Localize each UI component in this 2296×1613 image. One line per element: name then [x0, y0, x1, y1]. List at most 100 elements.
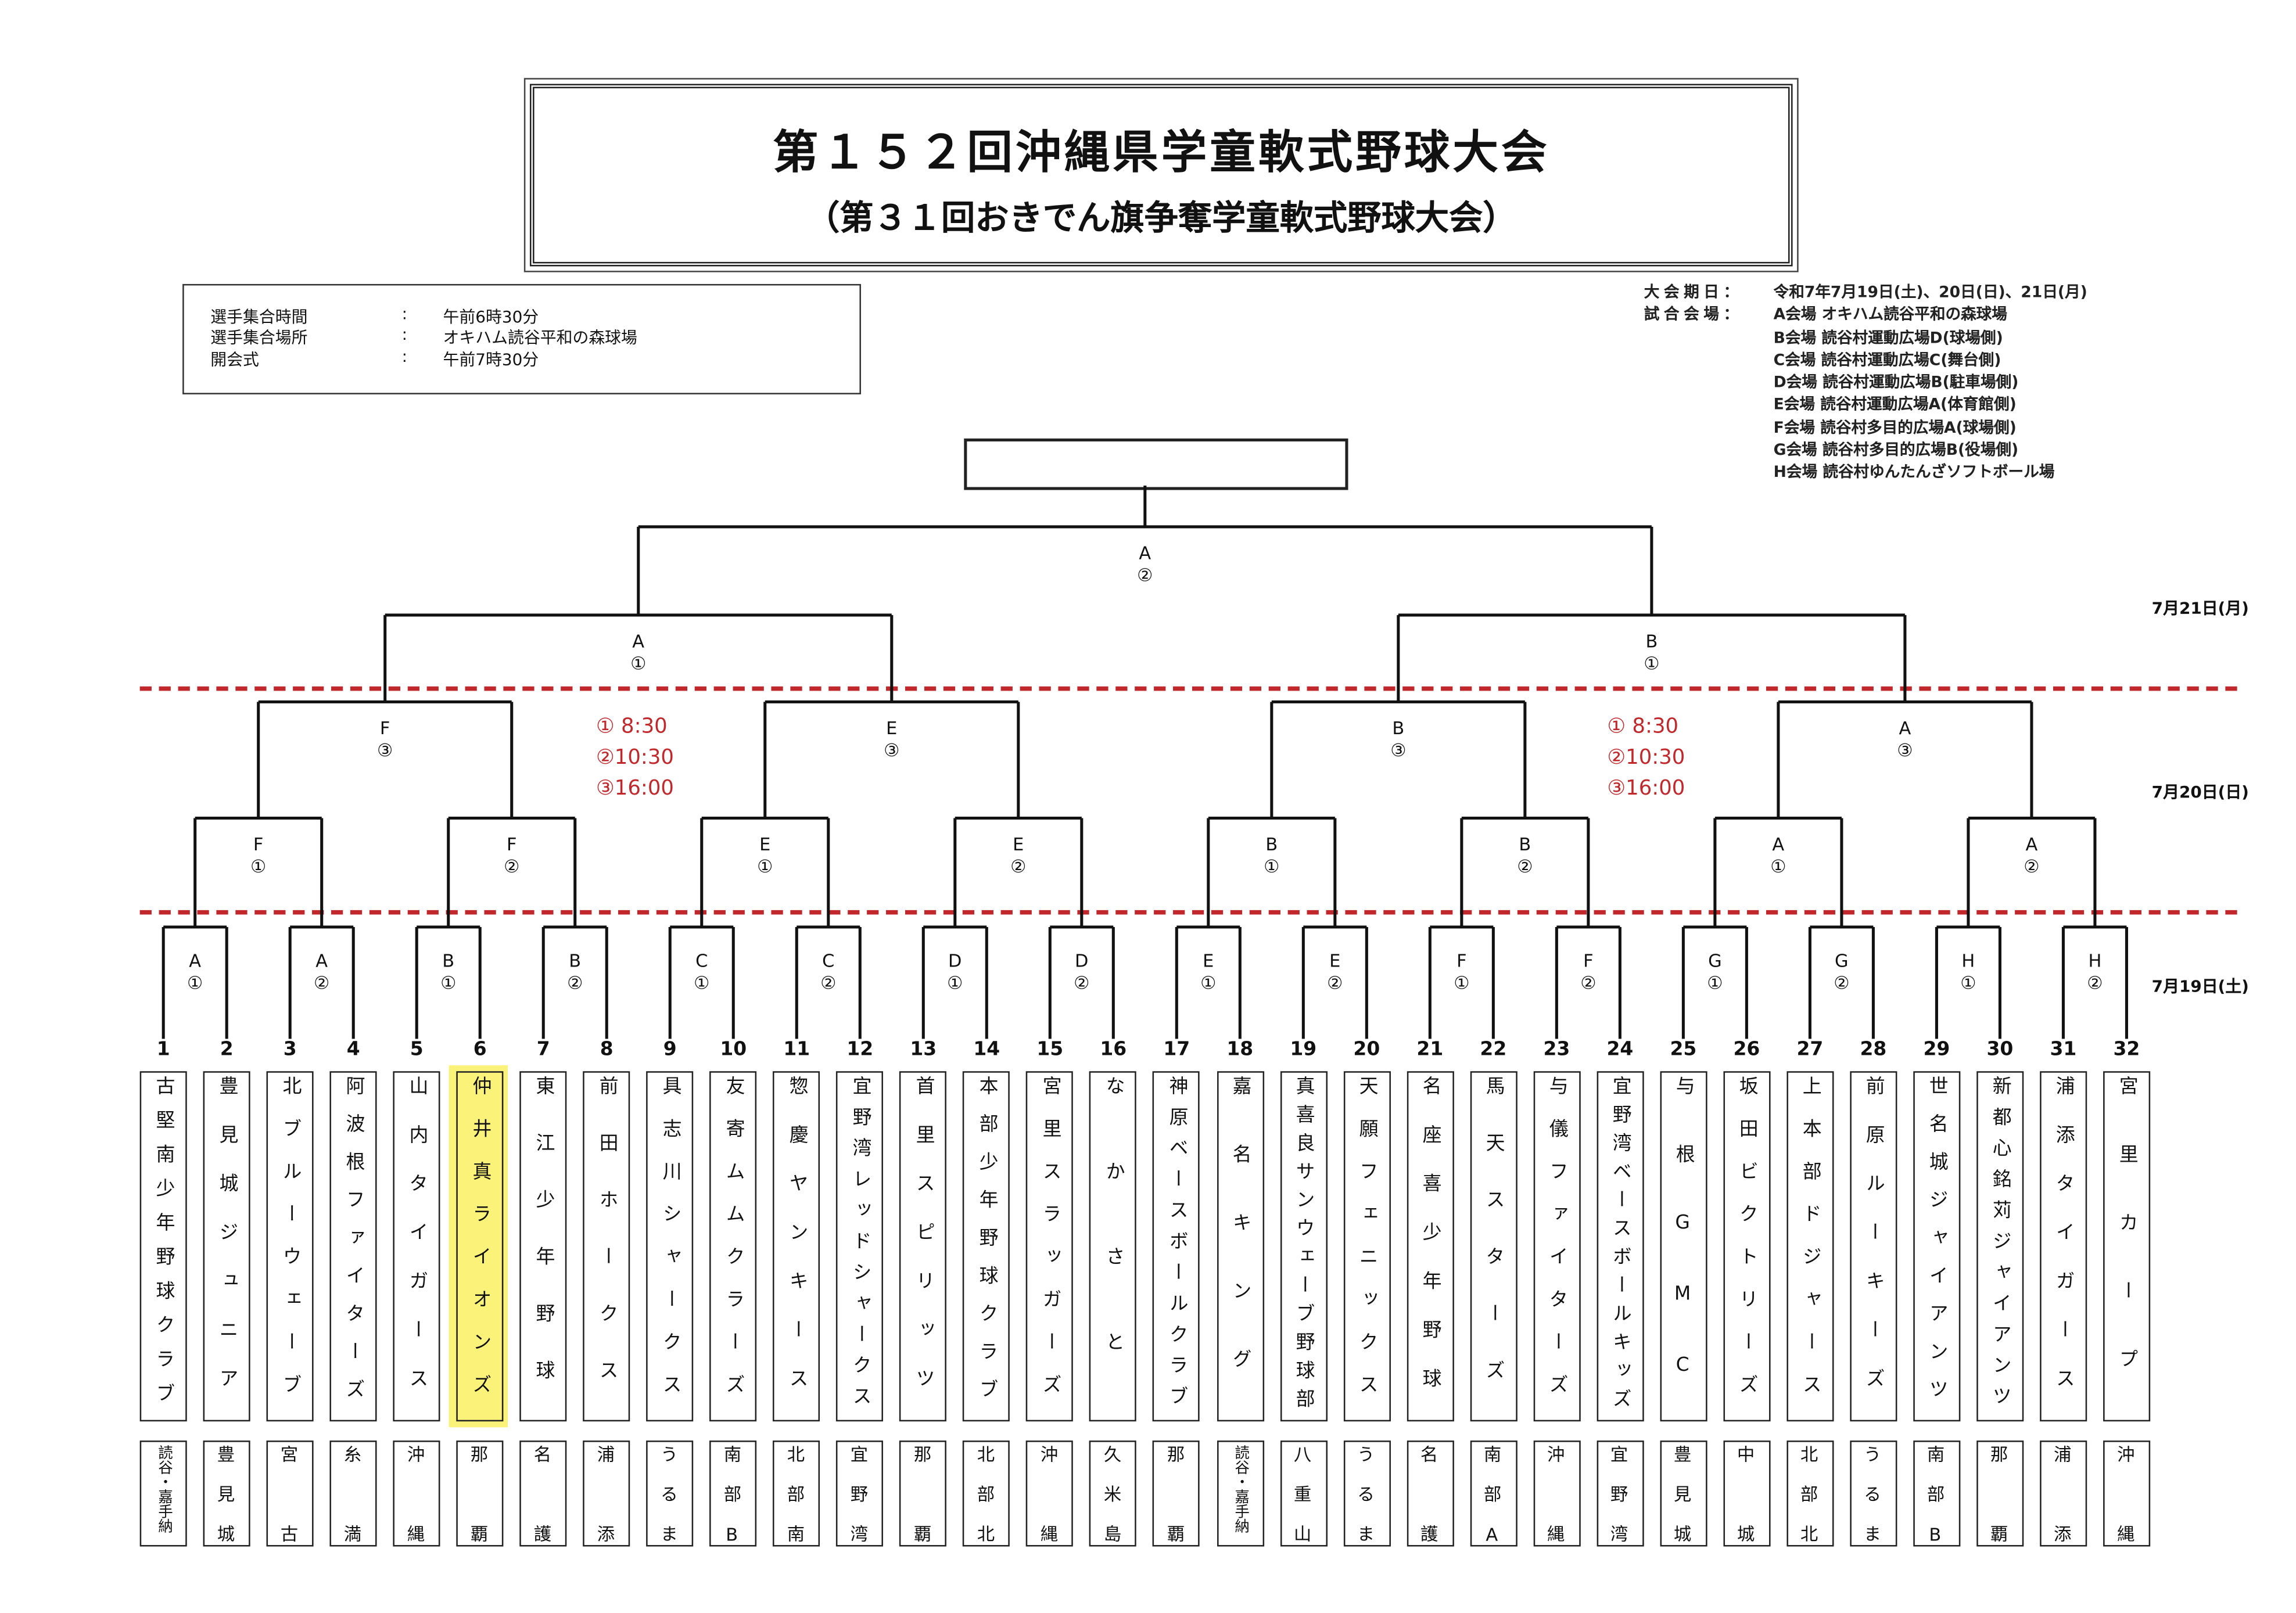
match-venue: B	[1392, 718, 1405, 739]
team-number: 10	[720, 1039, 747, 1061]
team-name: 首里スピリッツ	[912, 1075, 934, 1417]
team-region-box: 八重山	[1279, 1440, 1327, 1564]
team-name-box: 東江少年野球	[519, 1071, 567, 1422]
team-region-box: 読谷・嘉手納	[139, 1440, 187, 1547]
team-name: 山内タイガース	[404, 1075, 427, 1417]
team-number: 6	[473, 1039, 487, 1061]
team-region: 糸満	[341, 1445, 363, 1604]
team-number: 8	[600, 1039, 614, 1061]
match-number: ①	[1707, 972, 1723, 993]
team-number: 13	[910, 1039, 937, 1061]
team-name-box: 宜野湾レッドシャークス	[836, 1071, 884, 1422]
team-region-box: 那覇	[1976, 1440, 2024, 1604]
team-name: 坂田ビクトリーズ	[1735, 1075, 1757, 1417]
match-venue: F	[1583, 950, 1594, 971]
team-region-box: 浦添	[583, 1440, 630, 1604]
match-venue: F	[506, 834, 517, 855]
team-region: 北部北	[1798, 1445, 1819, 1564]
match-venue: A	[1139, 543, 1151, 564]
venue-item: E会場 読谷村運動広場A(体育館側)	[1773, 396, 2017, 415]
match-number: ①	[1200, 972, 1217, 993]
team-region-box: 沖縄	[2103, 1440, 2150, 1604]
team-number: 15	[1036, 1039, 1064, 1061]
team-region-box: 宮古	[266, 1440, 314, 1604]
team-number: 27	[1796, 1039, 1824, 1061]
match-number: ②	[2024, 856, 2040, 877]
match-number: ③	[884, 740, 900, 761]
team-region: うるま	[1355, 1445, 1376, 1564]
team-name-box: 名座喜少年野球	[1406, 1071, 1454, 1422]
match-number: ①	[630, 653, 647, 674]
venue-item: H会場 読谷村ゆんたんざソフトボール場	[1773, 464, 2055, 482]
match-venue: D	[1075, 950, 1089, 971]
team-name-box: 天願フェニックス	[1343, 1071, 1390, 1422]
info-value: オキハム読谷平和の森球場	[443, 328, 637, 347]
team-name-box: 首里スピリッツ	[899, 1071, 947, 1422]
team-name-box: 惣慶ヤンキース	[773, 1071, 820, 1422]
match-number: ②	[1580, 972, 1597, 993]
team-region: 沖縄	[404, 1445, 426, 1604]
team-name-box: 具志川シャークス	[646, 1071, 694, 1422]
team-region: 浦添	[2051, 1445, 2072, 1604]
team-number: 16	[1100, 1039, 1127, 1061]
team-region: 北部南	[785, 1445, 806, 1564]
team-region: 読谷・嘉手納	[1231, 1445, 1247, 1533]
team-name-box: 豊見城ジュニア	[203, 1071, 250, 1422]
match-venue: F	[379, 718, 390, 739]
page-subtitle: （第３１回おきでん旗争奪学童軟式野球大会）	[805, 198, 1517, 239]
team-name-box: 世名城ジャイアンツ	[1913, 1071, 1960, 1422]
team-name-box: 馬天スターズ	[1469, 1071, 1517, 1422]
match-venue: A	[189, 950, 202, 971]
team-region: うるま	[1861, 1445, 1882, 1564]
team-name: 宜野湾レッドシャークス	[848, 1075, 871, 1417]
team-region: 中城	[1735, 1445, 1756, 1604]
team-name: 古堅南少年野球クラブ	[151, 1075, 174, 1417]
match-venue: E	[1329, 950, 1341, 971]
team-number: 24	[1606, 1039, 1634, 1061]
schedule-value: 令和7年7月19日(土)、20日(日)、21日(月)	[1773, 283, 2087, 302]
venue-item: B会場 読谷村運動広場D(球場側)	[1773, 329, 2003, 347]
team-region: 読谷・嘉手納	[154, 1445, 171, 1533]
team-number: 22	[1480, 1039, 1507, 1061]
team-name: 具志川シャークス	[658, 1075, 680, 1417]
team-name-box: 新都心銘苅ジャイアンツ	[1976, 1071, 2024, 1422]
team-number: 18	[1226, 1039, 1254, 1061]
match-number: ③	[377, 740, 393, 761]
team-name: 宜野湾ベースボールキッズ	[1608, 1075, 1631, 1417]
info-sep: :	[401, 325, 408, 344]
venue-item: G会場 読谷村多目的広場B(役場側)	[1773, 441, 2019, 459]
team-name: 新都心銘苅ジャイアンツ	[1988, 1075, 2011, 1417]
team-name: 前原ルーキーズ	[1861, 1075, 1884, 1417]
team-region-box: 宜野湾	[836, 1440, 884, 1564]
team-number: 17	[1163, 1039, 1190, 1061]
team-name-box: 北ブルーウェーブ	[266, 1071, 314, 1422]
match-number: ①	[1770, 856, 1786, 877]
info-sep: :	[401, 347, 408, 367]
team-region: 豊見城	[1671, 1445, 1692, 1564]
team-number: 20	[1353, 1039, 1380, 1061]
team-name-box: 坂田ビクトリーズ	[1723, 1071, 1770, 1422]
match-venue: B	[442, 950, 455, 971]
match-number: ②	[2087, 972, 2103, 993]
match-venue: E	[1013, 834, 1024, 855]
team-region-box: 北部北	[1786, 1440, 1834, 1564]
match-number: ①	[947, 972, 963, 993]
team-name-box: 本部少年野球クラブ	[963, 1071, 1010, 1422]
info-label: 選手集合場所	[210, 328, 308, 347]
date-day2: 7月20日(日)	[2151, 782, 2249, 802]
time-slot: ① 8:30	[1607, 715, 1679, 739]
team-region-box: 宜野湾	[1596, 1440, 1644, 1564]
time-slot: ③16:00	[595, 777, 675, 801]
champion-box	[964, 438, 1348, 490]
team-number: 29	[1923, 1039, 1950, 1061]
team-number: 3	[283, 1039, 297, 1061]
team-number: 19	[1290, 1039, 1317, 1061]
